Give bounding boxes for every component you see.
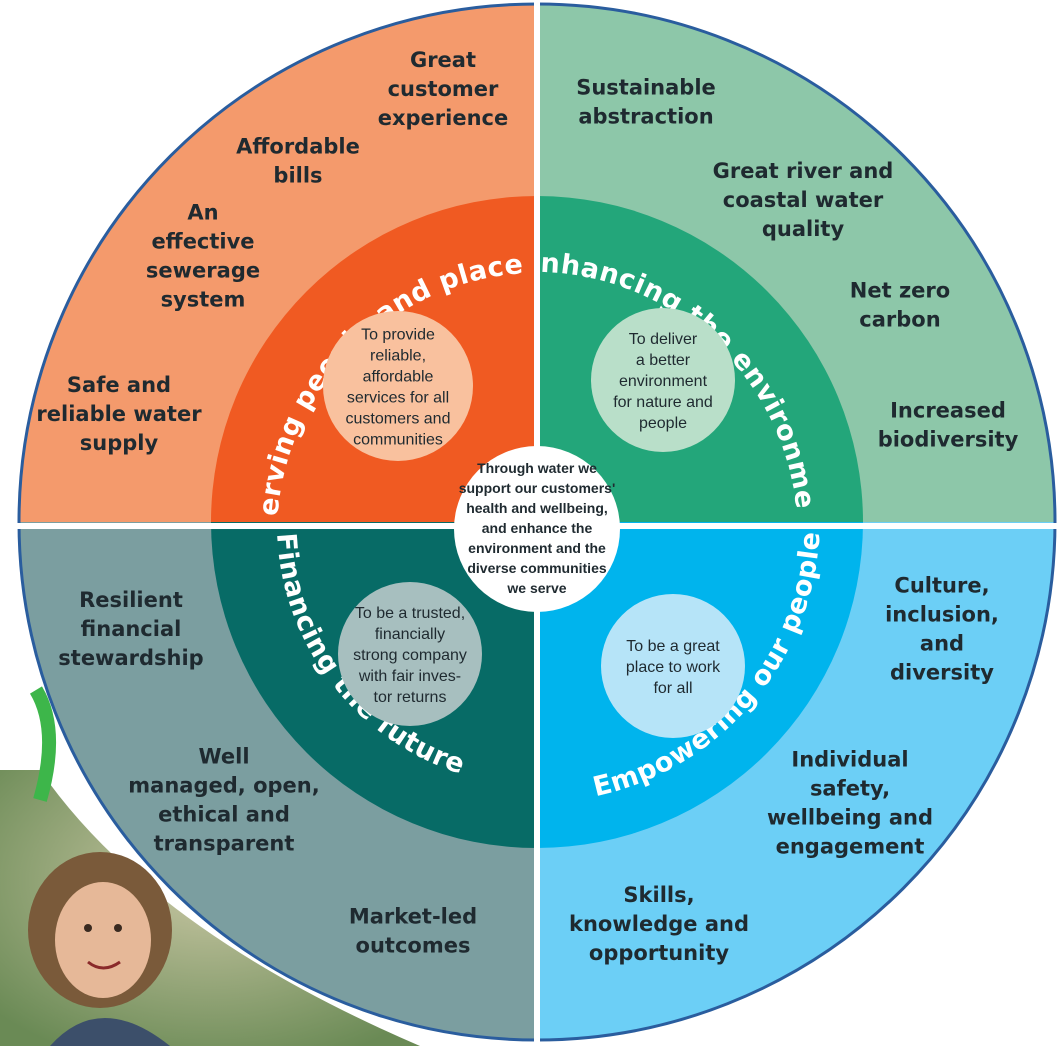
outcome-people-2-line: opportunity [589,941,729,965]
center-statement-line: diverse communities [467,560,606,576]
outcome-future-0-line: financial [81,617,182,641]
aim-text-people-places: To provide reliable, affordable services fo… [346,327,451,449]
outcome-environment-1-line: quality [762,217,845,241]
aim-text-people-places-line: communities [353,432,443,449]
outcome-people-2-line: Skills, [623,883,694,907]
aim-text-environment-line: people [639,415,687,432]
center-circle [454,446,620,612]
outcome-future-1-line: ethical and [158,803,290,827]
center-statement-line: health and wellbeing, [466,500,608,516]
outcome-future-1-line: managed, open, [128,774,319,798]
outcome-environment-1-line: coastal water [723,188,884,212]
outcome-people-places-2-line: sewerage [146,259,260,283]
aim-text-people-line: for all [653,680,692,697]
outcome-people-1-line: safety, [810,777,890,801]
outcome-future-1-line: transparent [154,832,295,856]
outcome-people-0-line: and [920,632,964,656]
outcome-people-2: Skills, knowledge and opportunity [569,883,749,965]
outcome-people-places-1-line: bills [273,164,322,188]
aim-text-people-places-line: customers and [346,411,451,428]
outcome-future-2-line: Market-led [349,905,477,929]
outcome-people-0-line: inclusion, [885,603,999,627]
outcome-people-places-0: Great customer experience [378,48,509,130]
aim-circle-people-places [323,311,473,461]
outcome-future-0: Resilient financial stewardship [58,588,203,670]
center-statement-line: and enhance the [482,520,593,536]
aim-text-future-line: financially [375,626,445,643]
aim-text-future-line: To be a trusted, [355,605,465,622]
outcome-environment-3-line: biodiversity [878,428,1019,452]
outcome-people-1: Individual safety, wellbeing and engagement [767,748,933,859]
outcome-people-places-1-line: Affordable [236,135,360,159]
aim-text-people-line: place to work [626,659,721,676]
outcome-future-2-line: outcomes [356,934,471,958]
center-statement-line: environment and the [468,540,606,556]
aim-text-future-line: tor returns [374,689,447,706]
outcome-people-0-line: diversity [890,661,994,685]
center-statement-line: Through water we [477,460,597,476]
outcome-people-2-line: knowledge and [569,912,749,936]
outcome-people-places-1: Affordable bills [236,135,360,188]
outcome-people-places-2: An effective sewerage system [146,201,260,312]
outcome-people-places-2-line: system [161,288,246,312]
aim-text-future: To be a trusted, financially strong compan… [353,605,467,706]
photo-panel [0,686,420,1046]
aim-text-environment-line: environment [619,373,708,390]
outcome-people-places-3-line: Safe and [67,373,171,397]
outcome-people-places-3-line: reliable water [36,402,202,426]
outcome-people-1-line: engagement [776,835,925,859]
outcome-environment-0-line: Sustainable [576,76,716,100]
outcome-future-1-line: Well [198,745,249,769]
outcome-environment-3-line: Increased [890,399,1006,423]
aim-text-people-places-line: reliable, [370,348,426,365]
aim-text-people-places-line: To provide [361,327,435,344]
center-statement-line: support our customers' [459,480,616,496]
outcome-environment-2-line: carbon [859,308,940,332]
outcome-people-1-line: Individual [791,748,908,772]
outcome-future-0-line: stewardship [58,646,203,670]
outcome-people-1-line: wellbeing and [767,806,933,830]
center-statement-line: we serve [506,580,566,596]
outcome-environment-1-line: Great river and [713,159,894,183]
aim-text-future-line: with fair inves- [358,668,461,685]
aim-text-environment-line: a better [636,352,691,369]
outcome-people-0-line: Culture, [894,574,989,598]
outcome-environment-2-line: Net zero [850,279,950,303]
outcome-environment-0-line: abstraction [578,105,713,129]
aim-text-people-places-line: services for all [347,390,449,407]
aim-text-environment-line: for nature and [613,394,713,411]
aim-circle-future [338,582,482,726]
outcome-people-places-3-line: supply [80,431,159,455]
outcome-environment-3: Increased biodiversity [878,399,1019,452]
outcome-environment-0: Sustainable abstraction [576,76,716,129]
outcome-environment-2: Net zero carbon [850,279,950,332]
outcome-environment-1: Great river and coastal water quality [713,159,894,241]
aim-circle-environment [591,308,735,452]
outcome-people-places-0-line: Great [410,48,476,72]
outcome-people-places-3: Safe and reliable water supply [36,373,202,455]
aim-text-people-line: To be a great [626,638,720,655]
aim-text-environment-line: To deliver [629,331,698,348]
outcome-future-1: Well managed, open, ethical and transparent [128,745,319,856]
aim-text-people-places-line: affordable [363,369,434,386]
outcome-future-0-line: Resilient [79,588,183,612]
aim-circle-people [601,594,745,738]
outcome-people-places-2-line: effective [151,230,254,254]
outcome-people-places-2-line: An [187,201,218,225]
outcome-people-places-0-line: customer [388,77,499,101]
aim-text-people: To be a great place to work for all [626,638,721,697]
aim-text-future-line: strong company [353,647,467,664]
outcome-future-2: Market-led outcomes [349,905,477,958]
center-statement: Through water we support our customers' he… [459,460,616,596]
aim-text-environment: To deliver a better environment for nature … [613,331,713,432]
outcome-people-places-0-line: experience [378,106,509,130]
outcome-people-0: Culture, inclusion, and diversity [885,574,999,685]
